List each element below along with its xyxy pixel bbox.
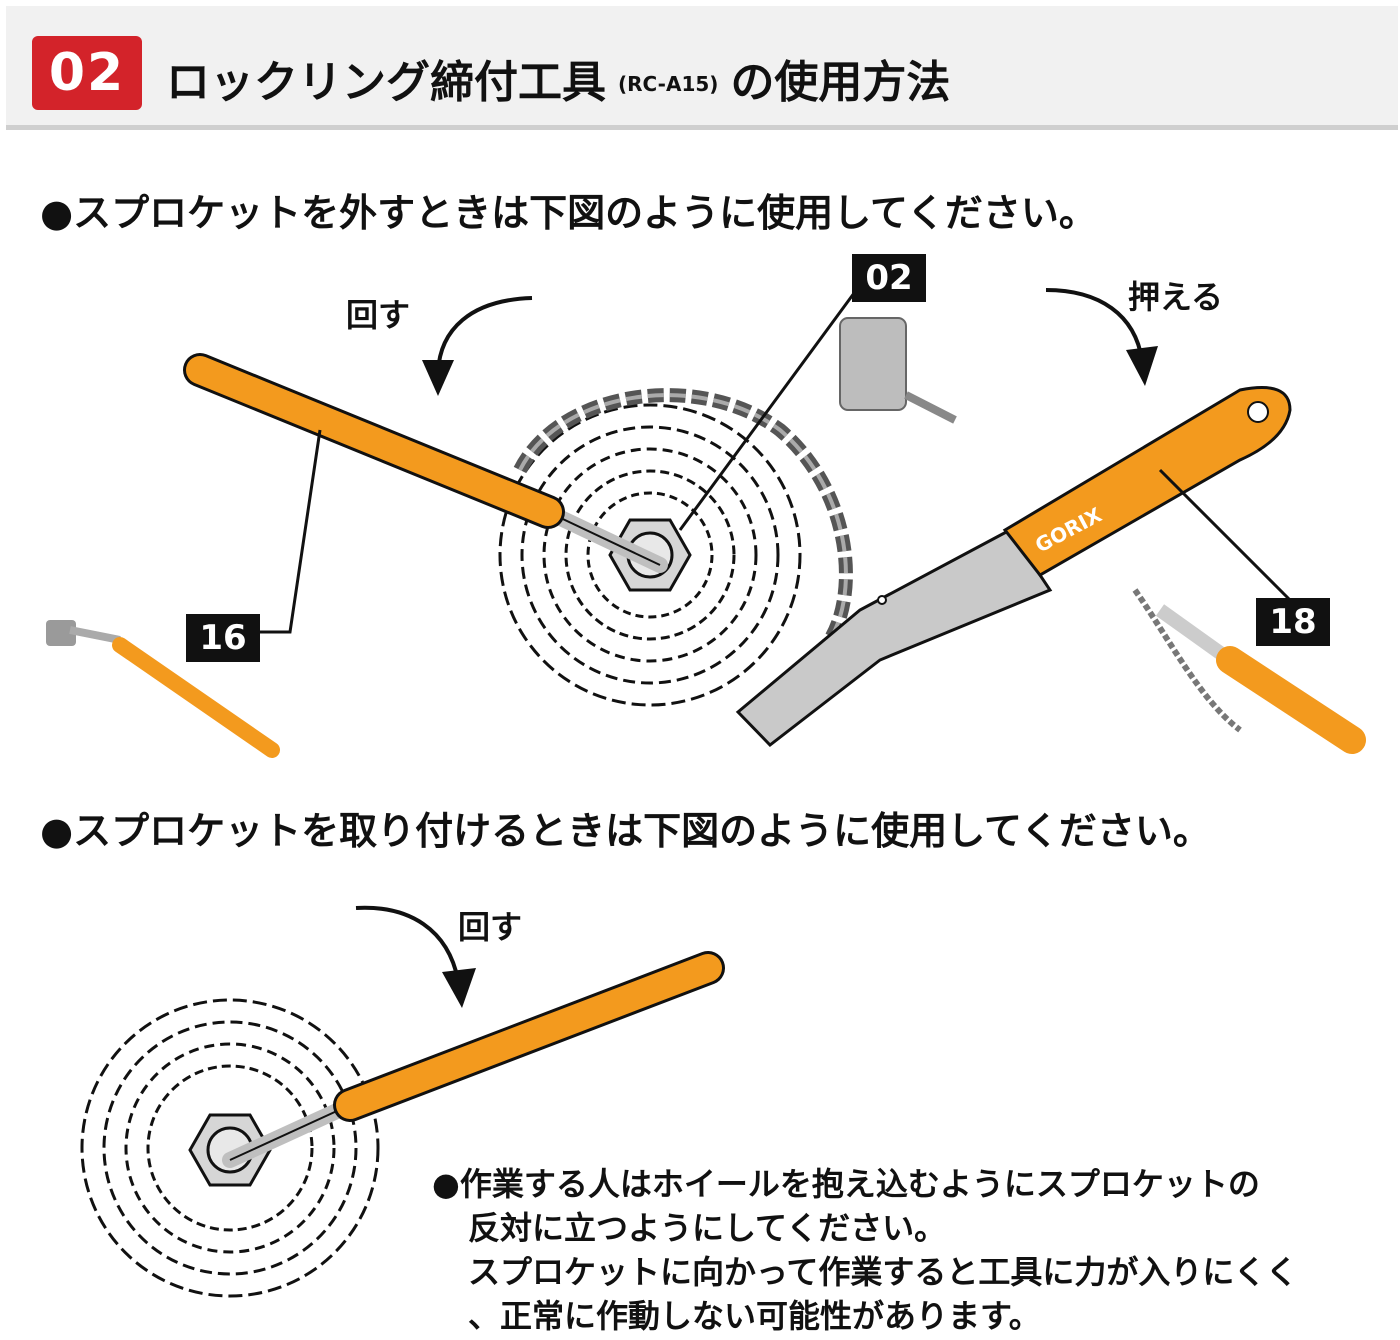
install-instruction: ●スプロケットを取り付けるときは下図のように使用してください。 (40, 809, 1211, 853)
sprocket-cassette-install (80, 998, 380, 1298)
lockring-tool-image (839, 317, 957, 424)
chain-whip-tool: GORIX (735, 386, 1292, 748)
handle-rod-remove (183, 353, 668, 573)
section-number-badge: 02 (32, 36, 142, 110)
title-main: ロックリング締付工具 (166, 57, 606, 108)
turn-label-remove: 回す (346, 296, 411, 334)
turn-label-install: 回す (458, 908, 523, 946)
turn-arrow-install (355, 905, 476, 1008)
press-label: 押える (1128, 278, 1224, 316)
note-line-4: 、正常に作動しない可能性があります。 (468, 1297, 1041, 1335)
handle-rod-install (222, 951, 725, 1168)
press-arrow (1045, 288, 1158, 386)
caution-note: ●作業する人はホイールを抱え込むようにスプロケットの 反対に立つようにしてくださ… (432, 1162, 1382, 1338)
leader-line-18 (1158, 468, 1292, 602)
title-model: (RC-A15) (618, 72, 719, 96)
note-line-3: スプロケットに向かって作業すると工具に力が入りにくく (468, 1253, 1298, 1291)
part-label-02: 02 (852, 254, 926, 302)
part-label-16: 16 (186, 614, 260, 662)
header-banner (6, 6, 1398, 130)
page-title: ロックリング締付工具 (RC-A15) の使用方法 (166, 46, 950, 110)
title-suffix: の使用方法 (730, 57, 951, 108)
note-line-2: 反対に立つようにしてください。 (468, 1209, 947, 1247)
part-label-18: 18 (1256, 598, 1330, 646)
handle-image (46, 620, 280, 758)
chain-whip-image (1132, 588, 1366, 754)
leader-line-16 (260, 429, 322, 634)
remove-instruction: ●スプロケットを外すときは下図のように使用してください。 (40, 191, 1097, 235)
note-line-1: ●作業する人はホイールを抱え込むようにスプロケットの (432, 1165, 1260, 1203)
leader-line-02 (678, 284, 862, 531)
turn-arrow-remove (422, 296, 533, 396)
